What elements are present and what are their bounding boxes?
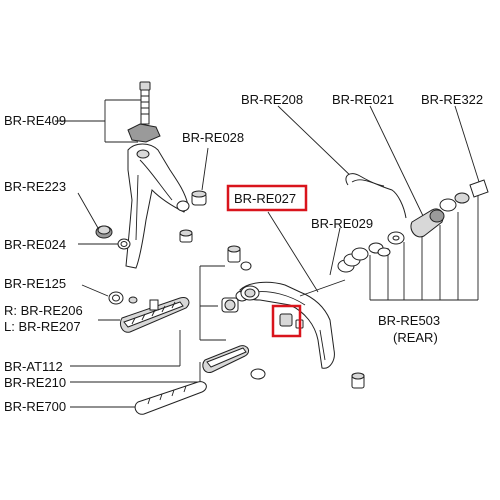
bolt-re223 — [95, 225, 113, 239]
label-br-re029: BR-RE029 — [311, 216, 373, 231]
pad-insert-re700 — [134, 381, 207, 415]
label-rear: (REAR) — [393, 330, 438, 345]
washer-re125 — [108, 291, 138, 305]
label-br-at112: BR-AT112 — [4, 359, 63, 374]
right-caliper-arm — [239, 279, 365, 389]
washer-re024 — [117, 238, 131, 250]
label-br-re700: BR-RE700 — [4, 399, 66, 414]
label-br-re021: BR-RE021 — [332, 92, 394, 107]
highlight-box-label — [226, 184, 308, 212]
label-br-re503: BR-RE503 — [378, 313, 440, 328]
spring-re208 — [345, 173, 407, 219]
label-br-re210: BR-RE210 — [4, 375, 66, 390]
washer-stack-re503 — [337, 179, 489, 273]
arm-bolt — [179, 229, 193, 243]
small-hardware — [221, 245, 252, 313]
brake-shoe-re210 — [202, 345, 266, 380]
label-br-re207: L: BR-RE207 — [4, 319, 81, 334]
highlight-box-part — [271, 304, 302, 338]
label-br-re208: BR-RE208 — [241, 92, 303, 107]
label-br-re206: R: BR-RE206 — [4, 303, 83, 318]
left-caliper-arm — [125, 81, 190, 269]
leader-lines — [55, 99, 481, 408]
sleeve-re028 — [191, 190, 207, 206]
label-br-re409: BR-RE409 — [4, 113, 66, 128]
label-br-re028: BR-RE028 — [182, 130, 244, 145]
label-br-re322: BR-RE322 — [421, 92, 483, 107]
label-br-re027: BR-RE027 — [234, 191, 296, 206]
brake-shoe-re206-207 — [119, 297, 190, 333]
label-br-re223: BR-RE223 — [4, 179, 66, 194]
part-labels: BR-RE409 BR-RE028 BR-RE208 BR-RE021 BR-R… — [4, 92, 483, 414]
label-br-re125: BR-RE125 — [4, 276, 66, 291]
label-br-re024: BR-RE024 — [4, 237, 66, 252]
